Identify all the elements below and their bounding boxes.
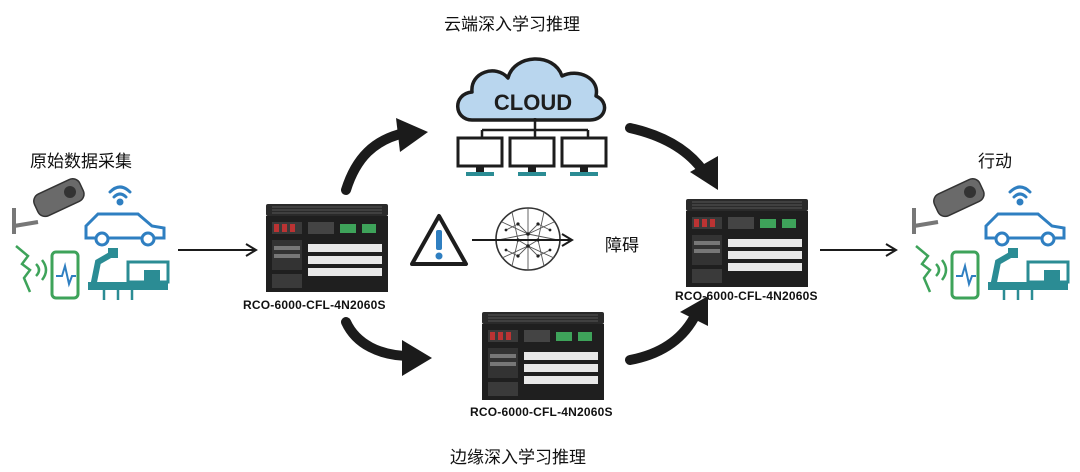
edge-inference-title: 边缘深入学习推理 (450, 448, 586, 468)
car-icon (84, 212, 166, 247)
data-collection-label: 原始数据采集 (30, 152, 132, 172)
edge-computer-left (266, 204, 388, 292)
monitor-icon-3 (560, 136, 608, 176)
smartphone-icon-right (950, 250, 980, 300)
device-left-model: RCO-6000-CFL-4N2060S (243, 298, 386, 312)
monitor-icon-2 (508, 136, 556, 176)
obstacle-label: 障碍 (605, 236, 639, 256)
wifi-icon-right (1008, 185, 1032, 206)
iot-cluster-left (12, 178, 170, 300)
device-right-model: RCO-6000-CFL-4N2060S (675, 289, 818, 303)
cloud-inference-title: 云端深入学习推理 (444, 15, 580, 35)
warning-icon (410, 214, 468, 266)
edge-computer-bottom (482, 312, 604, 400)
cloud-icon: CLOUD (456, 57, 607, 122)
wifi-icon (108, 185, 132, 206)
voice-face-icon-right (915, 245, 948, 293)
robot-arm-icon (88, 248, 170, 300)
robot-arm-icon-right (988, 248, 1070, 300)
security-camera-icon-right (912, 178, 985, 234)
iot-cluster-right (912, 178, 1070, 300)
device-bottom-model: RCO-6000-CFL-4N2060S (470, 405, 613, 419)
smartphone-icon (50, 250, 80, 300)
security-camera-icon (12, 178, 85, 234)
monitor-icon-1 (456, 136, 504, 176)
action-label: 行动 (978, 152, 1012, 172)
edge-computer-right (686, 199, 808, 287)
cloud-text: CLOUD (494, 90, 572, 115)
obstacle-arrow (472, 233, 574, 247)
car-icon-right (984, 212, 1066, 247)
voice-face-icon (15, 245, 48, 293)
